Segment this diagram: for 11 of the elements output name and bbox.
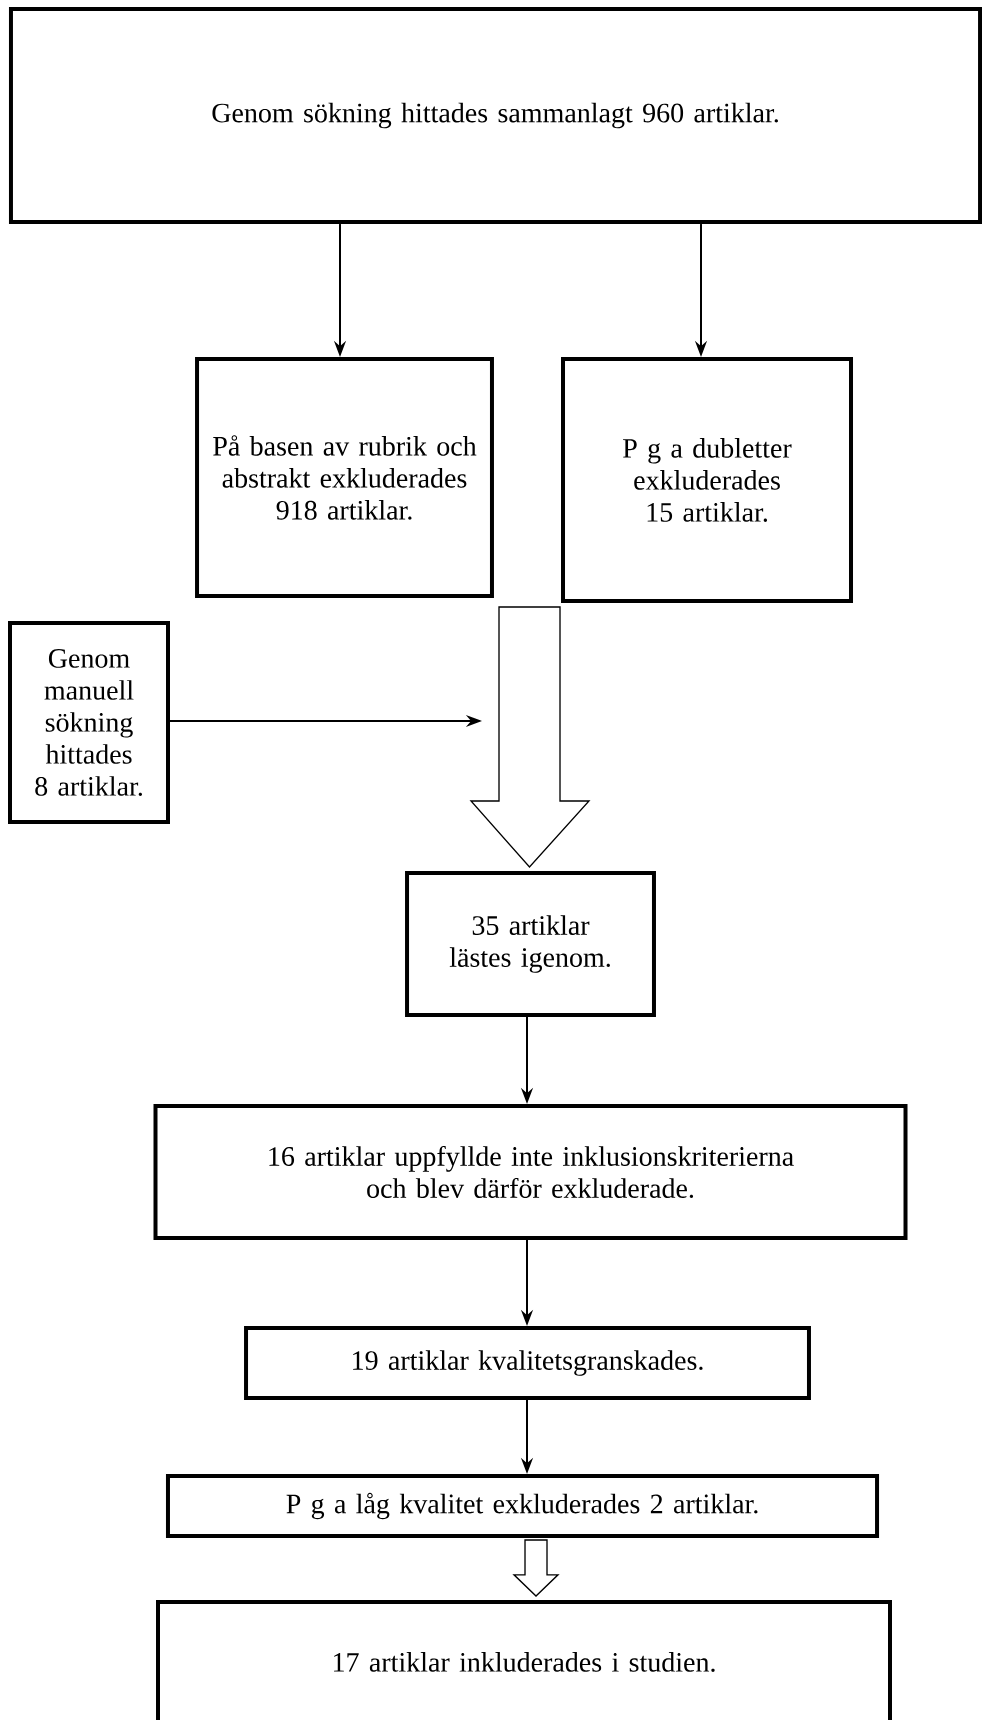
process-box: 16 artiklar uppfyllde inte inklusionskriterierna och blev därför exkluderade. xyxy=(153,1104,908,1240)
process-box: Genom sökning hittades sammanlagt 960 artiklar. xyxy=(8,6,982,225)
process-box: Genom manuell sökning hittades 8 artiklar. xyxy=(8,621,170,824)
process-box: P g a dubletter exkluderades 15 artiklar. xyxy=(561,357,853,603)
process-box: På basen av rubrik och abstrakt exkluderades 918 artiklar. xyxy=(195,356,494,599)
block-arrow xyxy=(469,606,591,868)
process-box: 35 artiklar lästes igenom. xyxy=(405,871,656,1017)
block-arrow xyxy=(512,1539,560,1597)
process-box: 17 artiklar inkluderades i studien. xyxy=(156,1600,892,1720)
process-box: P g a låg kvalitet exkluderades 2 artiklar. xyxy=(165,1474,880,1538)
process-box: 19 artiklar kvalitetsgranskades. xyxy=(244,1326,811,1400)
